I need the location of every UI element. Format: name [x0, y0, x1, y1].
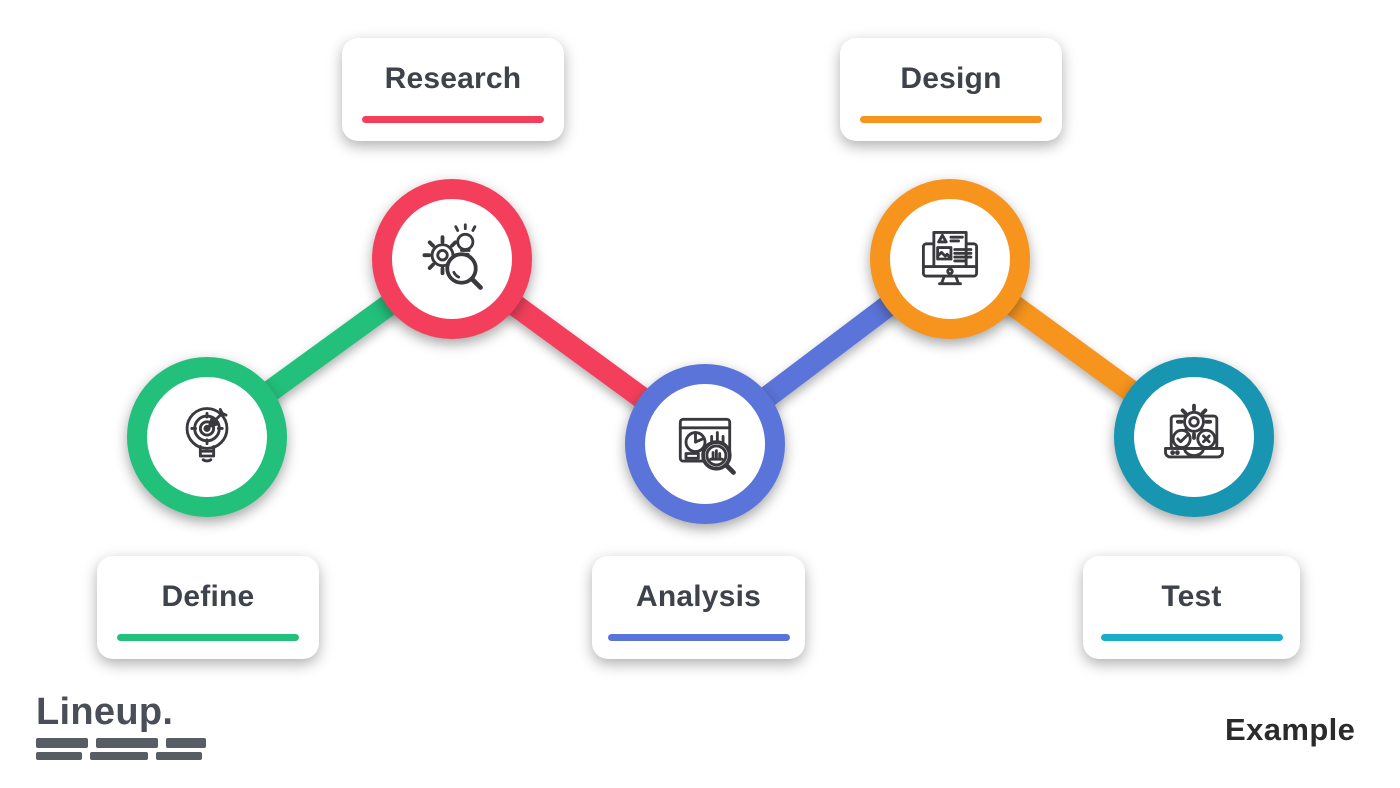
stage-card-define: Define: [97, 556, 319, 659]
stage-node-design: [870, 179, 1030, 339]
lightbulb-target-icon: [185, 407, 229, 463]
gear-lightbulb-magnifier-icon: [422, 223, 483, 290]
stage-label: Test: [1161, 580, 1222, 613]
tagline-block: [166, 737, 206, 748]
stage-card-test: Test: [1083, 556, 1300, 659]
monitor-webpage-icon: [921, 230, 979, 286]
tagline-block: [156, 751, 202, 760]
tagline-block: [36, 751, 82, 760]
stage-underline: [860, 116, 1042, 123]
logo-watermark: Lineup.: [36, 690, 236, 762]
tagline-block: [36, 737, 88, 748]
stage-underline: [1100, 634, 1283, 641]
tagline-block: [90, 751, 148, 760]
stage-underline: [117, 634, 299, 641]
laptop-check-cross-icon: [1164, 403, 1224, 459]
stage-label: Analysis: [636, 580, 761, 613]
stage-card-research: Research: [342, 38, 564, 141]
stage-node-test: [1114, 357, 1274, 517]
logo-text: Lineup.: [36, 691, 174, 733]
stage-underline: [362, 116, 544, 123]
tagline-block: [96, 737, 158, 748]
stage-node-define: [127, 357, 287, 517]
dashboard-magnifier-icon: [678, 417, 736, 475]
stage-card-design: Design: [840, 38, 1062, 141]
stage-label: Design: [900, 62, 1002, 95]
stage-node-analysis: [625, 364, 785, 524]
stage-card-analysis: Analysis: [592, 556, 805, 659]
stage-label: Define: [161, 580, 255, 613]
logo-tagline-redacted: [36, 737, 236, 762]
example-watermark: Example: [1225, 712, 1356, 747]
stage-underline: [607, 634, 790, 641]
stage-node-research: [372, 179, 532, 339]
stage-label: Research: [384, 62, 522, 95]
